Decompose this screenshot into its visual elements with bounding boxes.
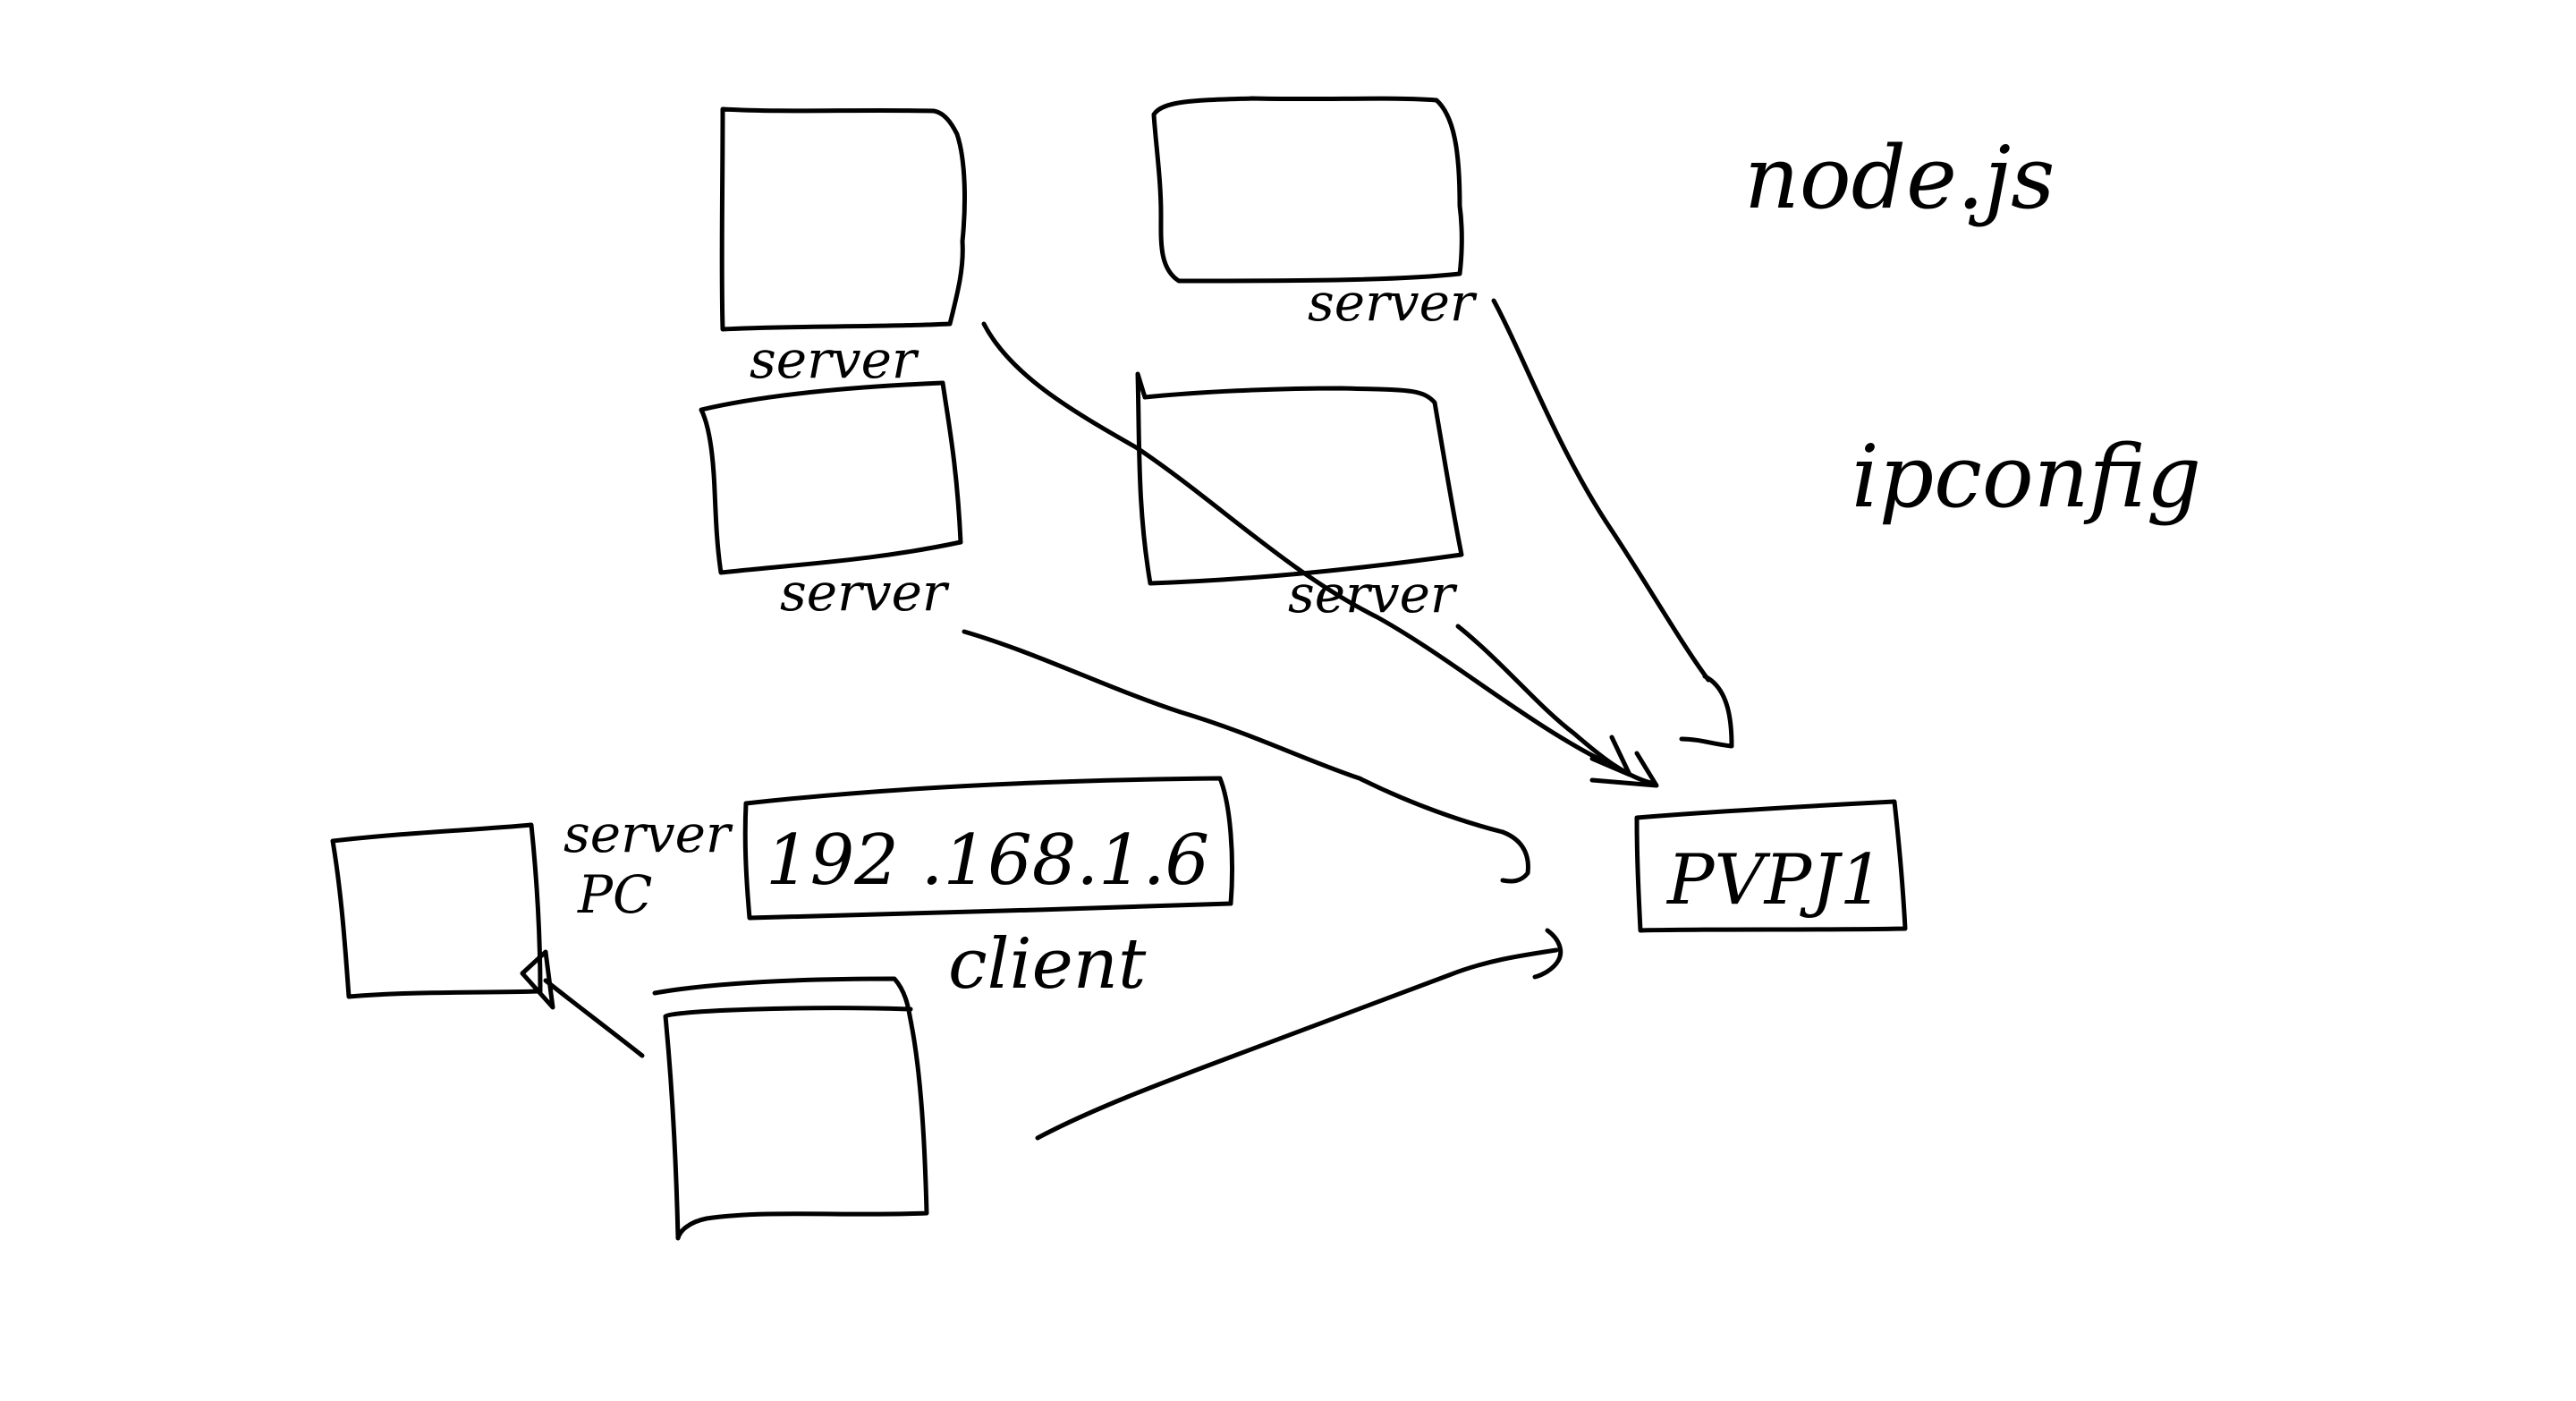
label-server-top-left: server	[750, 329, 919, 390]
server-box-top-left	[719, 106, 967, 332]
arrowhead-mid-left	[1500, 829, 1530, 884]
note-node-js: node.js	[1744, 128, 2055, 228]
note-ipconfig: ipconfig	[1852, 427, 2201, 527]
arrowhead-top-right	[1679, 674, 1734, 749]
arrow-client-to-server-pc	[543, 978, 645, 1058]
server-box-mid-left	[699, 380, 963, 575]
arrowhead-server-pc	[520, 949, 555, 1010]
server-box-top-right	[1151, 96, 1464, 284]
ip-address-box	[742, 776, 1234, 921]
arrow-top-right-server-to-router	[1491, 298, 1711, 683]
label-server-pc-line1: server	[564, 803, 733, 864]
label-server-pc-line2: PC	[577, 864, 652, 925]
arrow-mid-right-server-to-router	[1455, 624, 1657, 786]
arrowhead-mid-right	[1589, 751, 1659, 788]
server-box-mid-right	[1135, 371, 1464, 586]
arrow-mid-left-server-to-router	[962, 629, 1505, 835]
client-box	[652, 976, 929, 1241]
ip-address-text: 192 .168.1.6	[766, 820, 1209, 901]
arrow-top-left-server-to-router	[981, 321, 1631, 776]
arrowhead-client	[1532, 928, 1563, 980]
router-box	[1634, 799, 1908, 933]
label-server-top-right: server	[1308, 272, 1478, 333]
label-client: client	[948, 924, 1147, 1005]
arrow-client-to-router	[1035, 947, 1559, 1141]
server-pc-box	[330, 822, 543, 999]
label-server-mid-left: server	[780, 562, 950, 623]
router-label: PVPJ1	[1665, 840, 1884, 921]
